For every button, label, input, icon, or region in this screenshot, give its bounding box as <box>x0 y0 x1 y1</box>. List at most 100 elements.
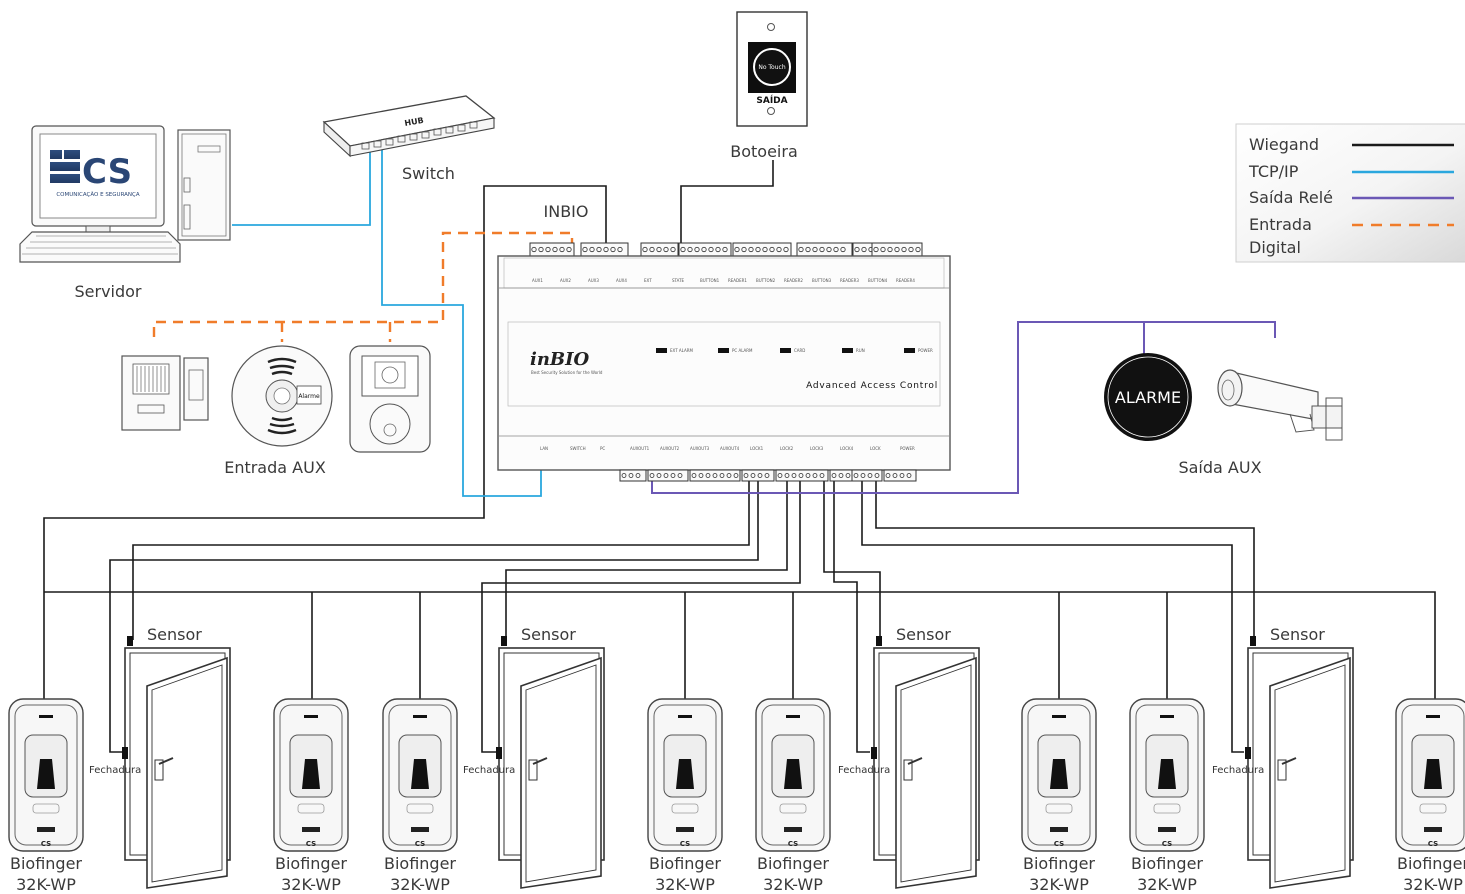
door-lock <box>122 747 128 759</box>
fingerprint-reader <box>382 698 458 852</box>
reader-name: Biofinger <box>649 854 721 873</box>
controller-leds: EXT ALARM PC ALARM CARD RUN POWER <box>656 348 933 353</box>
reader-brand: CS <box>1054 840 1064 848</box>
inbio-brand: inBIO <box>530 349 590 370</box>
reader-name: Biofinger <box>275 854 347 873</box>
status-led-label: RUN <box>856 348 865 353</box>
saida-aux-label: Saída AUX <box>1178 458 1261 477</box>
advanced-access-control: Advanced Access Control <box>806 381 938 391</box>
reader-name: Biofinger <box>384 854 456 873</box>
door-contact-sensor <box>121 355 209 431</box>
sensor-label: Sensor <box>896 625 951 644</box>
reader-name: Biofinger <box>10 854 82 873</box>
reader-model: 32K-WP <box>1403 875 1463 894</box>
status-led <box>656 348 667 353</box>
fingerprint-reader <box>1129 698 1205 852</box>
status-led-label: PC ALARM <box>732 348 753 353</box>
security-camera <box>1217 369 1343 441</box>
switch-label: Switch <box>402 164 455 183</box>
alarm-siren: ALARME <box>1104 353 1192 441</box>
top-terminal-label: READER4 <box>896 278 915 283</box>
reader-brand: CS <box>415 840 425 848</box>
legend: Wiegand TCP/IP Saída Relé Entrada Digita… <box>1235 123 1465 263</box>
top-terminal-label: STATE <box>672 278 685 283</box>
exit-button: No Touch SAÍDA <box>736 11 808 127</box>
bottom-terminal-label: AUXOUT4 <box>720 446 740 451</box>
server-label: Servidor <box>74 282 141 301</box>
status-led <box>780 348 791 353</box>
status-led <box>718 348 729 353</box>
wiegand-wires <box>43 160 1436 753</box>
smoke-detector: Alarme <box>231 345 333 447</box>
reader-brand: CS <box>680 840 690 848</box>
reader-name: Biofinger <box>1131 854 1203 873</box>
cs-logo-subtitle: COMUNICAÇÃO E SEGURANÇA <box>56 191 140 198</box>
bottom-terminal-label: LAN <box>540 446 548 451</box>
top-terminal-label: EXT <box>644 278 652 283</box>
top-terminal-label: AUX3 <box>588 278 599 283</box>
top-terminal-label: READER3 <box>840 278 859 283</box>
inbio-controller: inBIO Best Security Solution for the Wor… <box>497 242 951 482</box>
legend-label-tcpip: TCP/IP <box>1248 162 1299 181</box>
reader-3: CS Biofinger 32K-WP <box>382 698 458 894</box>
bottom-terminal-label: AUXOUT2 <box>660 446 680 451</box>
fechadura-label: Fechadura <box>463 765 515 776</box>
door-sensor <box>876 636 882 646</box>
cs-logo-text: CS <box>82 152 132 192</box>
top-terminal-label: AUX4 <box>616 278 627 283</box>
switch-hub-label: HUB <box>404 116 425 128</box>
inbio-label: INBIO <box>544 202 589 221</box>
top-terminal-label: READER2 <box>784 278 803 283</box>
fingerprint-reader <box>8 698 84 852</box>
status-led-label: CARD <box>794 348 805 353</box>
top-terminal-label: AUX2 <box>560 278 571 283</box>
reader-name: Biofinger <box>1397 854 1465 873</box>
door-sensor <box>1250 636 1256 646</box>
reader-model: 32K-WP <box>655 875 715 894</box>
network-switch: HUB <box>322 95 496 158</box>
bottom-terminal-label: AUXOUT3 <box>690 446 710 451</box>
top-terminal-label: BUTTON4 <box>868 278 888 283</box>
exit-button-saida-text: SAÍDA <box>756 94 787 106</box>
reader-model: 32K-WP <box>390 875 450 894</box>
alarm-siren-label: ALARME <box>1115 388 1181 407</box>
top-terminal-label: BUTTON1 <box>700 278 720 283</box>
bottom-terminal-label: LOCK1 <box>750 446 764 451</box>
door-sensor <box>501 636 507 646</box>
terminal-block <box>678 242 732 257</box>
reader-name: Biofinger <box>757 854 829 873</box>
readers-layer: CS Biofinger 32K-WP CS Biofinger 32K-WP CS Biof… <box>8 698 1465 894</box>
fingerprint-reader <box>647 698 723 852</box>
fechadura-label: Fechadura <box>1212 765 1264 776</box>
entrada-aux-label: Entrada AUX <box>224 458 326 477</box>
fechadura-label: Fechadura <box>838 765 890 776</box>
fingerprint-reader <box>755 698 831 852</box>
terminal-block <box>871 242 923 257</box>
status-led-label: POWER <box>918 348 933 353</box>
bottom-terminal-blocks <box>619 469 917 482</box>
top-terminal-label: BUTTON3 <box>812 278 832 283</box>
fingerprint-reader <box>1021 698 1097 852</box>
aux-input-devices: Alarme <box>121 345 431 453</box>
bottom-terminal-label: LOCK2 <box>780 446 794 451</box>
fingerprint-reader <box>1395 698 1465 852</box>
bottom-terminal-label: POWER <box>900 446 915 451</box>
status-led-label: EXT ALARM <box>670 348 693 353</box>
door-lock <box>871 747 877 759</box>
status-led <box>842 348 853 353</box>
status-led <box>904 348 915 353</box>
reader-name: Biofinger <box>1023 854 1095 873</box>
reader-model: 32K-WP <box>16 875 76 894</box>
legend-label-digital-2: Digital <box>1249 238 1301 257</box>
legend-label-wiegand: Wiegand <box>1249 135 1319 154</box>
reader-4: CS Biofinger 32K-WP <box>647 698 723 894</box>
